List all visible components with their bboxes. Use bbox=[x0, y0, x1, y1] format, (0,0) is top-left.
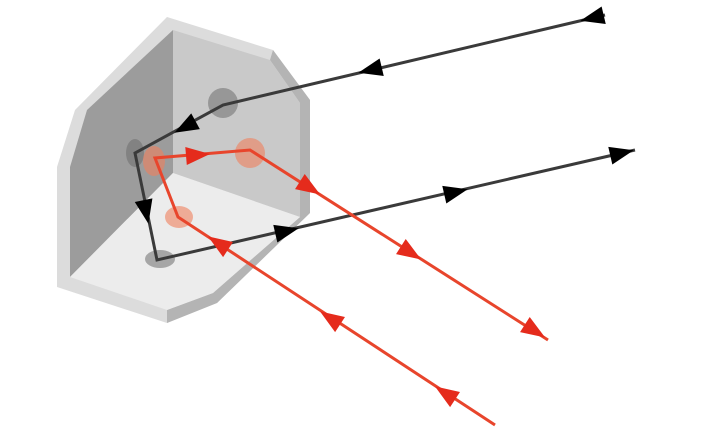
corner-reflector bbox=[57, 17, 310, 323]
arrow-black-icon bbox=[580, 6, 606, 25]
arrow-black-icon bbox=[174, 113, 200, 133]
rays bbox=[133, 13, 636, 427]
reflector-left-wall bbox=[70, 30, 173, 277]
ray-red bbox=[152, 148, 549, 427]
arrow-red-icon bbox=[434, 386, 460, 408]
arrow-black-icon bbox=[134, 198, 153, 224]
arrows bbox=[134, 6, 634, 408]
arrow-red-icon bbox=[520, 316, 546, 338]
arrow-black-icon bbox=[442, 185, 468, 204]
arrow-red-icon bbox=[396, 238, 422, 260]
reflector-floor bbox=[70, 173, 300, 310]
arrow-red-icon bbox=[185, 147, 210, 165]
hit-spot-red bbox=[235, 138, 265, 168]
arrow-black-icon bbox=[273, 224, 299, 243]
arrow-red-icon bbox=[319, 311, 345, 333]
reflector-right-wall bbox=[173, 30, 300, 217]
arrow-red-icon bbox=[207, 236, 233, 258]
arrow-black-icon bbox=[608, 146, 634, 165]
ray-black bbox=[133, 13, 636, 262]
arrow-black-icon bbox=[358, 58, 384, 77]
arrow-red-icon bbox=[295, 173, 321, 195]
